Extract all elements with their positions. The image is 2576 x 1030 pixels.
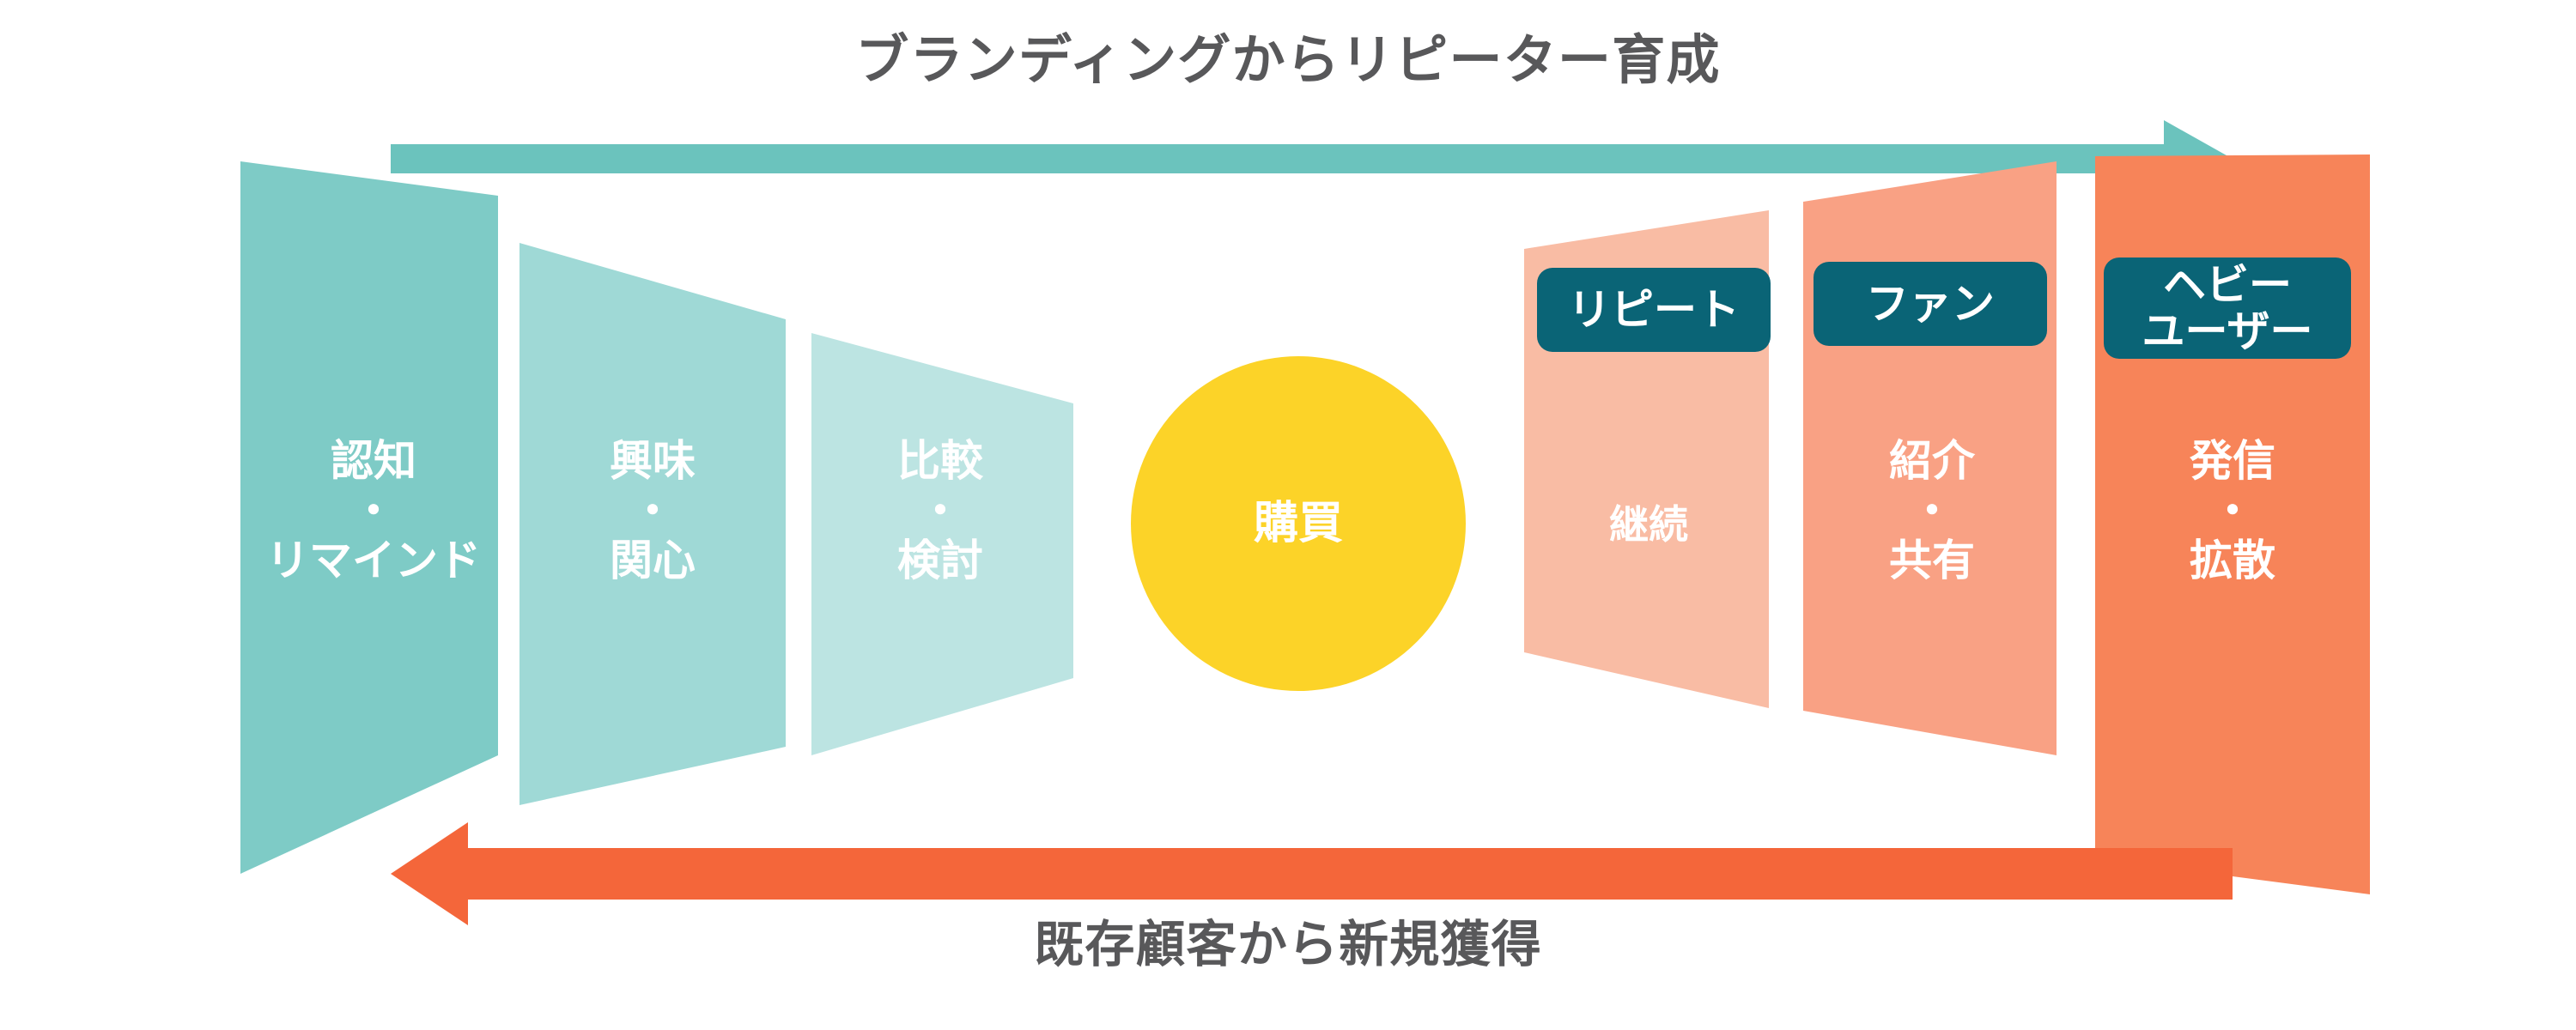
top-arrow-title: ブランディングからリピーター育成 (855, 31, 1721, 90)
purchase-circle-shape (1131, 356, 1466, 691)
badge-heavy-user[interactable]: ヘビー ユーザー (2104, 258, 2351, 359)
funnel-stage-refer-shape (1803, 161, 2057, 755)
funnel-stage-compare-shape (811, 333, 1073, 755)
funnel-stage-awareness-shape (240, 161, 498, 874)
funnel-stage-interest-shape (519, 243, 786, 805)
badge-fan[interactable]: ファン (1814, 262, 2047, 346)
purchase-circle-label: 購買 (1253, 499, 1343, 548)
badge-repeat[interactable]: リピート (1537, 268, 1771, 352)
bottom-arrow-title: 既存顧客から新規獲得 (1034, 917, 1542, 972)
top-arrow-icon (391, 120, 2233, 197)
bottom-arrow-icon (391, 822, 2233, 925)
